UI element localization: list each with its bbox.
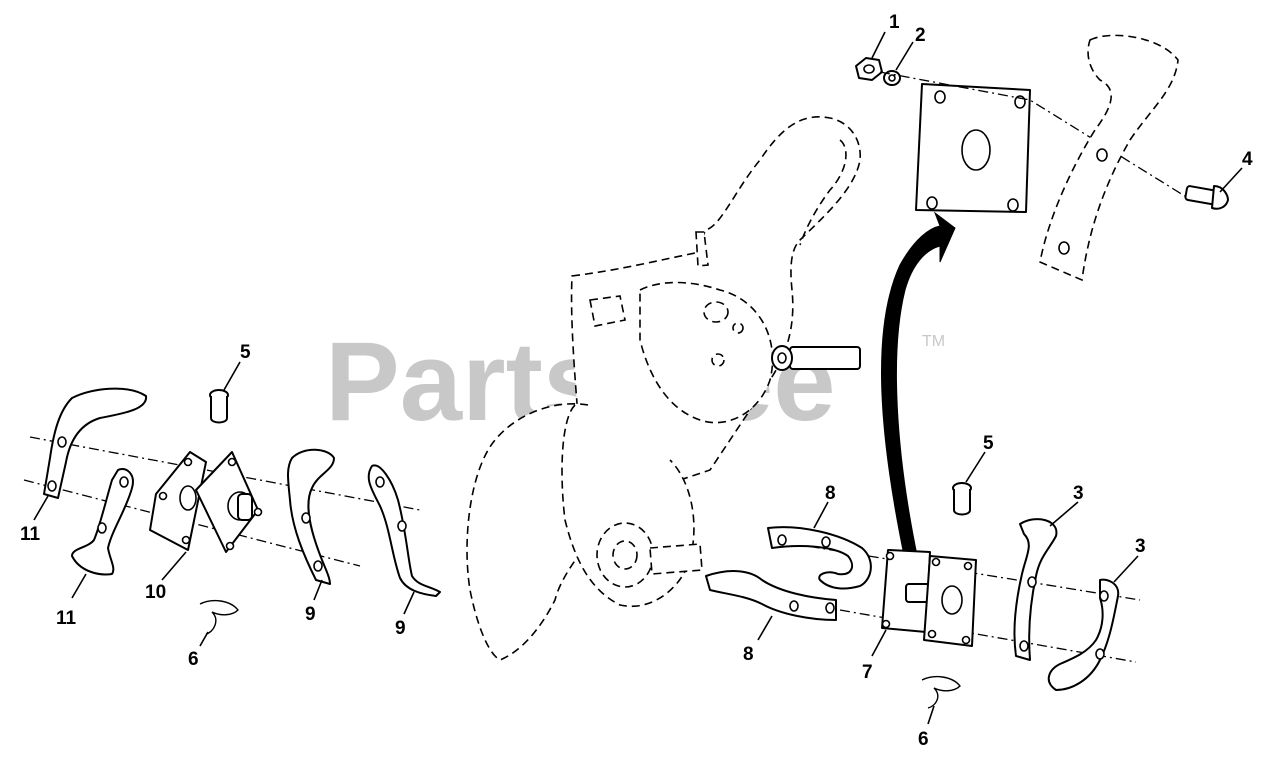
hairpin-clip-right — [921, 675, 961, 709]
right-tine-3b — [1047, 578, 1120, 691]
callout-9-b: 9 — [395, 618, 406, 639]
callout-10: 10 — [145, 582, 166, 603]
hairpin-clip-left — [199, 599, 239, 635]
callout-11-upper: 11 — [20, 524, 41, 545]
callout-11-lower: 11 — [56, 608, 77, 629]
right-tine-3a — [1013, 518, 1058, 661]
callout-8-lower: 8 — [743, 644, 754, 665]
right-tine-8-lower — [705, 570, 837, 621]
left-tine-11-upper — [43, 387, 147, 499]
hub-plate-detail — [915, 83, 1031, 213]
right-tine-8-upper — [767, 526, 872, 590]
left-tine-9a — [287, 448, 335, 585]
left-tine-11-lower — [71, 468, 134, 576]
callout-labels: 1 2 4 5 5 3 3 8 8 7 6 6 10 9 9 11 11 — [20, 12, 1253, 750]
callout-3-lower: 3 — [1135, 536, 1146, 557]
watermark-trademark: TM — [922, 333, 945, 350]
callout-9-a: 9 — [305, 604, 316, 625]
callout-6-right: 6 — [918, 729, 929, 750]
callout-2: 2 — [915, 25, 926, 46]
curved-arrow — [881, 211, 956, 561]
callout-5-left: 5 — [240, 342, 251, 363]
carriage-bolt — [1184, 185, 1229, 210]
clevis-pin-right — [952, 482, 972, 516]
callout-7: 7 — [862, 662, 873, 683]
tiller-housing-dashed — [466, 116, 861, 661]
detail-hub-plate-group — [855, 34, 1229, 561]
callout-1: 1 — [889, 12, 900, 33]
callout-3-upper: 3 — [1073, 483, 1084, 504]
right-tine-assembly — [705, 482, 1141, 709]
callout-4: 4 — [1242, 149, 1253, 170]
output-shaft — [771, 345, 861, 371]
callout-8-upper: 8 — [825, 483, 836, 504]
tine-detail-dashed — [1039, 34, 1179, 282]
clevis-pin-left — [209, 389, 229, 424]
left-hub-plate-a — [149, 451, 207, 551]
callout-6-left: 6 — [188, 649, 199, 670]
hex-nut — [855, 57, 883, 81]
left-tine-assembly — [23, 387, 441, 635]
callout-5-right: 5 — [983, 433, 994, 454]
lock-washer — [883, 70, 901, 86]
